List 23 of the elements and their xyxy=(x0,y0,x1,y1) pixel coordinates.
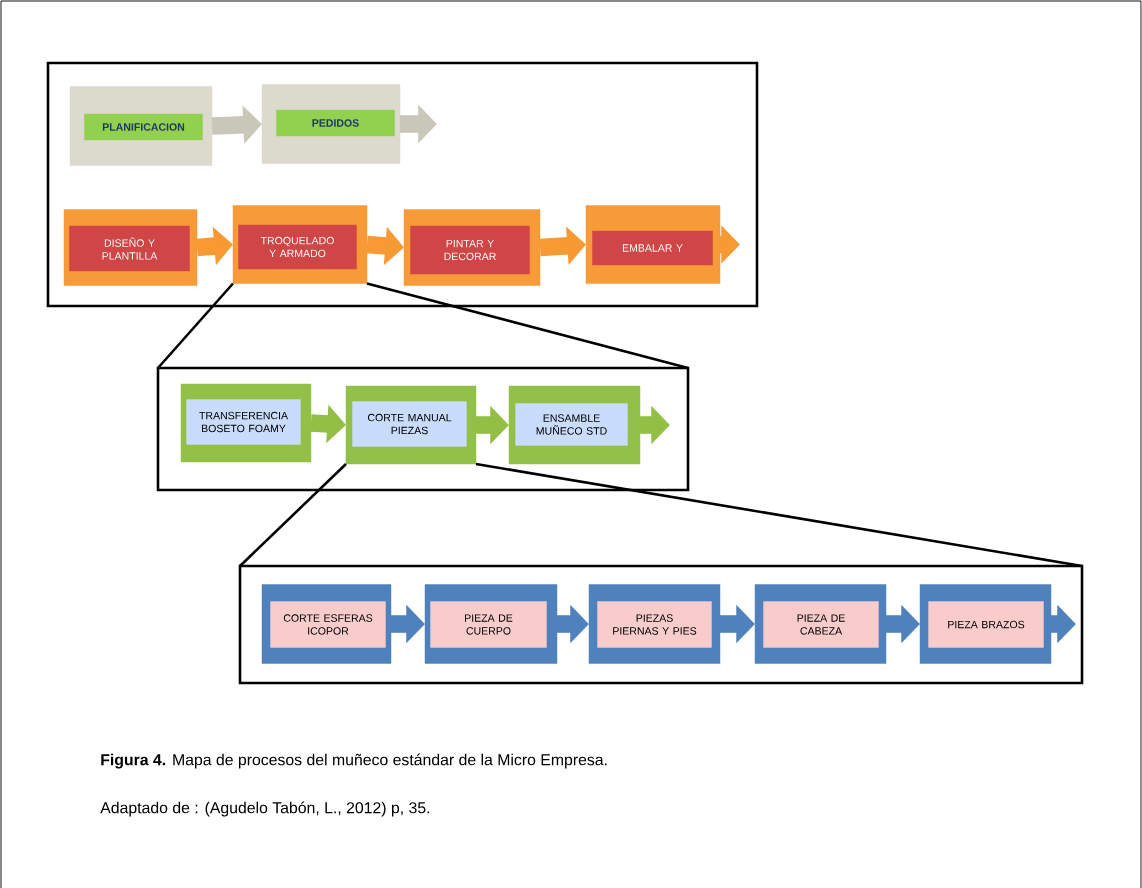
process-box: EMBALAR Y xyxy=(585,205,721,284)
process-box: PIEZA DE CUERPO xyxy=(424,584,558,664)
process-box: PIEZAS PIERNAS Y PIES xyxy=(588,584,721,664)
zoom-line xyxy=(475,462,1083,568)
process-box: ENSAMBLE MUÑECO STD xyxy=(508,385,641,465)
frame xyxy=(156,366,690,492)
process-box: DISEÑO Y PLANTILLA xyxy=(63,209,198,286)
frame xyxy=(238,564,1084,685)
process-box: PEDIDOS xyxy=(261,84,401,164)
process-box: PLANIFICACION xyxy=(69,86,213,166)
zoom-line xyxy=(366,282,689,370)
caption: Figura 4. Mapa de procesos del muñeco estándar de la Micro Empresa. xyxy=(101,753,607,769)
process-box: PINTAR Y DECORAR xyxy=(403,209,541,286)
process-box: CORTE ESFERAS ICOPOR xyxy=(261,584,392,664)
source-note: Adaptado de : (Agudelo Tabón, L., 2012) p, 35. xyxy=(100,801,430,817)
process-box: TROQUELADO Y ARMADO xyxy=(232,205,368,284)
frame xyxy=(46,61,759,308)
process-box: PIEZA BRAZOS xyxy=(919,584,1052,664)
process-box: TRANSFERENCIA BOSETO FOAMY xyxy=(180,383,312,463)
process-box: PIEZA DE CABEZA xyxy=(754,584,887,664)
zoom-line xyxy=(157,282,234,369)
process-box: CORTE MANUAL PIEZAS xyxy=(345,385,477,465)
zoom-line xyxy=(239,463,347,567)
